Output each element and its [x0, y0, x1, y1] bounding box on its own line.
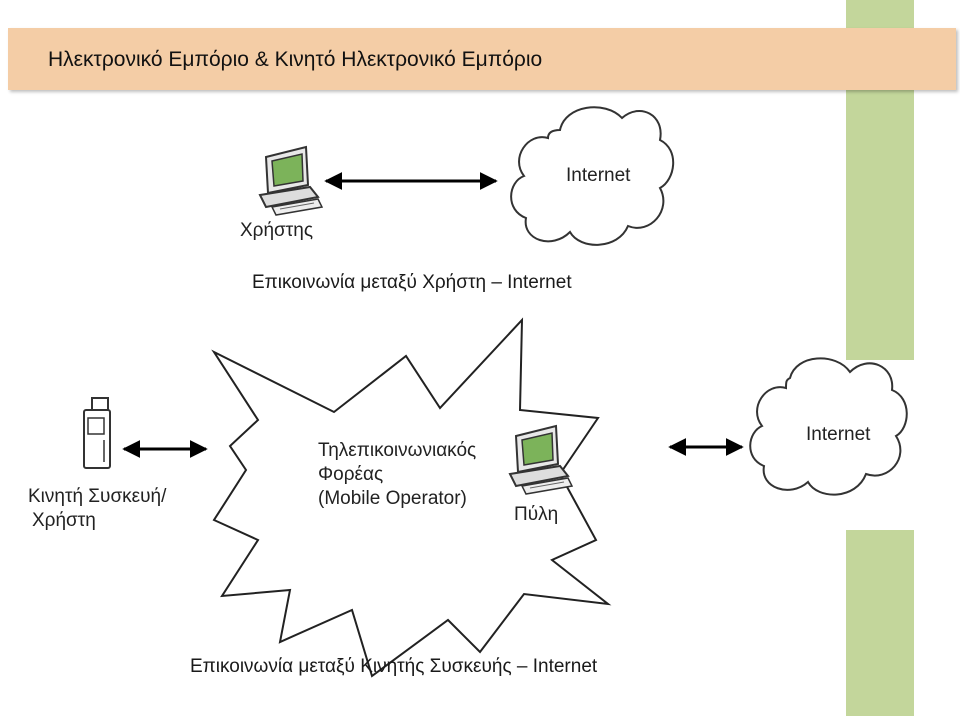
mobile-phone-icon	[83, 397, 111, 469]
computer-icon	[508, 424, 574, 495]
operator-label-line1: Τηλεπικοινωνιακός	[318, 440, 477, 461]
cloud-icon	[510, 106, 675, 246]
device-label-line2: Χρήστη	[32, 510, 96, 531]
internet-label-bottom: Internet	[806, 424, 871, 445]
operator-label-line2: Φορέας	[318, 464, 384, 485]
title-bar	[8, 28, 956, 90]
computer-icon	[258, 145, 324, 216]
side-stripe-bottom	[846, 530, 914, 716]
burst-shape	[211, 317, 612, 678]
slide-title: Ηλεκτρονικό Εμπόριο & Κινητό Ηλεκτρονικό…	[48, 48, 543, 71]
gateway-label: Πύλη	[514, 504, 559, 525]
caption-bottom: Επικοινωνία μεταξύ Κινητής Συσκευής – In…	[190, 656, 598, 677]
user-label: Χρήστης	[240, 220, 314, 241]
device-label-line1: Κινητή Συσκευή/	[28, 486, 167, 507]
operator-label-line3: (Mobile Operator)	[318, 488, 467, 509]
internet-label-top: Internet	[566, 165, 631, 186]
caption-top: Επικοινωνία μεταξύ Χρήστη – Internet	[252, 272, 572, 293]
cloud-icon	[749, 357, 908, 496]
